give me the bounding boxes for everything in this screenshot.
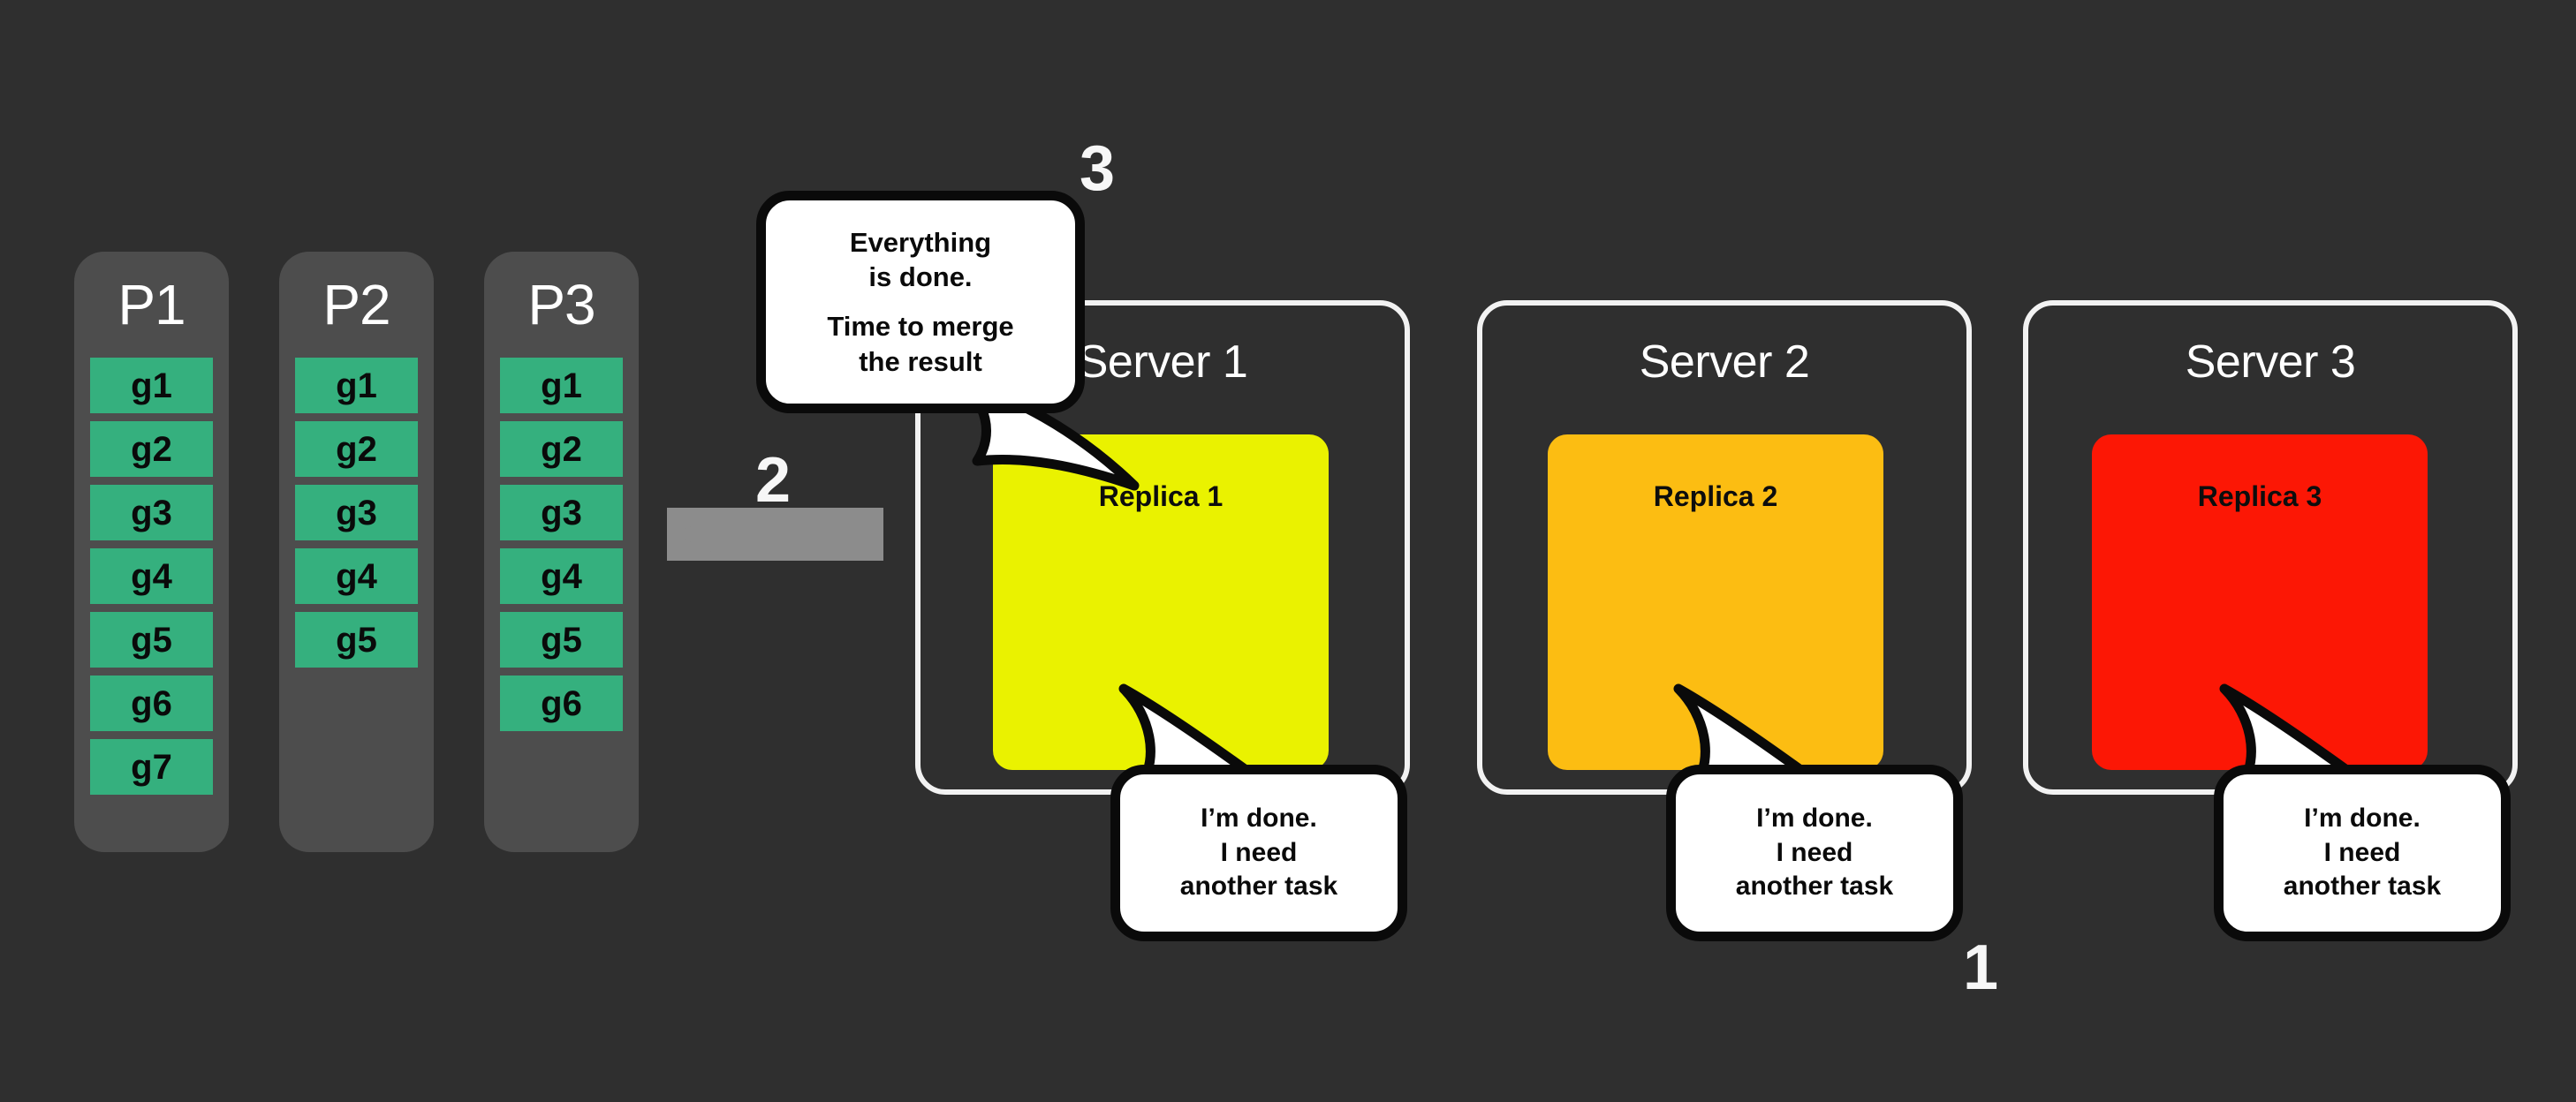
replica-block-1: Replica 1	[993, 434, 1329, 770]
partition-column-p2: P2 g1 g2 g3 g4 g5	[279, 252, 434, 852]
bubble-line: Time to merge	[827, 311, 1014, 342]
partition-tile: g2	[500, 421, 623, 477]
bubble-line: another task	[1179, 872, 1338, 902]
bubble-line: I’m done.	[1756, 804, 1873, 834]
bubble-line: another task	[2283, 872, 2442, 902]
replica-label: Replica 1	[1098, 480, 1224, 512]
partition-items: g1 g2 g3 g4 g5 g6	[500, 358, 623, 739]
partition-title: P3	[527, 273, 595, 336]
partition-title: P1	[117, 273, 186, 336]
replica-label: Replica 3	[2197, 480, 2322, 512]
done-speech-bubble-1: I’m done. I need another task	[1110, 765, 1407, 941]
step-number-3: 3	[1080, 133, 1115, 204]
bubble-line: is done.	[868, 261, 973, 293]
bubble-line: another task	[1735, 872, 1894, 902]
partition-tile: g5	[500, 612, 623, 668]
bubble-line: I’m done.	[2304, 804, 2421, 834]
partition-tile: g2	[90, 421, 213, 477]
server-title: Server 3	[2185, 336, 2356, 388]
bubble-line: Everything	[849, 226, 992, 258]
partition-tile: g3	[90, 485, 213, 540]
partition-tile: g7	[90, 739, 213, 795]
step-number-1: 1	[1963, 932, 1998, 1003]
step-number-2: 2	[755, 445, 791, 516]
partition-tile: g6	[90, 676, 213, 731]
merge-speech-bubble: Everything is done. Time to merge the re…	[756, 191, 1085, 413]
partition-tile: g3	[500, 485, 623, 540]
partition-tile: g2	[295, 421, 418, 477]
done-speech-bubble-2: I’m done. I need another task	[1666, 765, 1963, 941]
done-speech-bubble-3: I’m done. I need another task	[2214, 765, 2511, 941]
partition-tile: g1	[90, 358, 213, 413]
partition-tile: g6	[500, 676, 623, 731]
partition-tile: g5	[295, 612, 418, 668]
partition-tile: g4	[90, 548, 213, 604]
replica-block-3: Replica 3	[2092, 434, 2428, 770]
server-title: Server 1	[1077, 336, 1248, 388]
replica-label: Replica 2	[1653, 480, 1778, 512]
replica-block-2: Replica 2	[1548, 434, 1883, 770]
partition-column-p1: P1 g1 g2 g3 g4 g5 g6 g7	[74, 252, 229, 852]
server-title: Server 2	[1639, 336, 1810, 388]
bubble-line: the result	[859, 345, 982, 377]
partition-tile: g4	[295, 548, 418, 604]
bubble-line: I need	[1220, 837, 1298, 867]
partition-column-p3: P3 g1 g2 g3 g4 g5 g6	[484, 252, 639, 852]
merge-arrow-icon	[667, 508, 883, 561]
partition-items: g1 g2 g3 g4 g5 g6 g7	[90, 358, 213, 803]
partition-items: g1 g2 g3 g4 g5	[295, 358, 418, 676]
partition-tile: g5	[90, 612, 213, 668]
partition-tile: g4	[500, 548, 623, 604]
bubble-line: I’m done.	[1201, 804, 1317, 834]
partition-title: P2	[322, 273, 390, 336]
partition-tile: g3	[295, 485, 418, 540]
bubble-line: I need	[1776, 837, 1853, 867]
partition-tile: g1	[500, 358, 623, 413]
bubble-line: I need	[2323, 837, 2401, 867]
partition-tile: g1	[295, 358, 418, 413]
